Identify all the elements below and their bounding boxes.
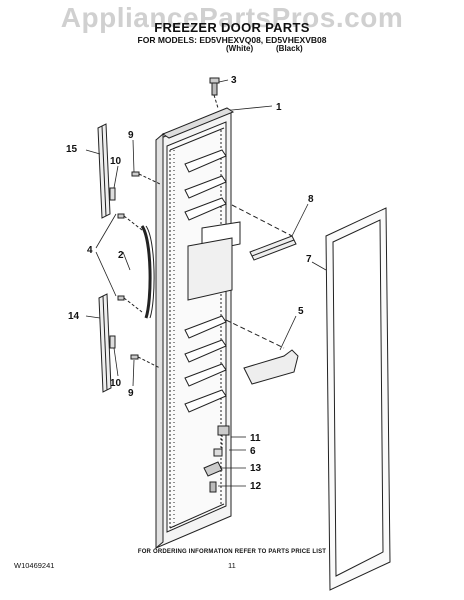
callout-10-lower: 10 [110, 378, 122, 389]
leader-lines [85, 79, 327, 487]
callout-9-upper: 9 [128, 130, 134, 141]
callout-11: 11 [250, 433, 261, 444]
upper-trim-strip [97, 123, 111, 219]
trim-screws [130, 171, 161, 369]
callout-3: 3 [231, 75, 237, 86]
callout-12: 12 [250, 481, 262, 492]
callout-10-upper: 10 [110, 156, 122, 167]
lower-trim-strip [98, 293, 112, 393]
ordering-info: FOR ORDERING INFORMATION REFER TO PARTS … [137, 549, 327, 555]
handle-screws [117, 213, 143, 313]
shelf-bracket [225, 319, 299, 385]
freezer-door-panel [155, 107, 241, 550]
variant-black: (Black) [276, 44, 303, 53]
callout-13: 13 [250, 463, 262, 474]
trim-clips [109, 187, 116, 349]
callout-5: 5 [298, 306, 304, 317]
page-number: 11 [228, 561, 236, 570]
callout-9-lower: 9 [128, 388, 134, 399]
door-handle [140, 225, 155, 319]
watermark: AppliancePartsPros.com [60, 2, 404, 33]
variant-white: (White) [226, 44, 254, 53]
callout-2: 2 [118, 250, 124, 261]
door-gasket [325, 207, 391, 591]
top-screw-part [209, 77, 220, 109]
models-line: FOR MODELS: ED5VHEXVQ08, ED5VHEXVB08 [137, 35, 327, 45]
callout-6: 6 [250, 446, 256, 457]
callout-8: 8 [308, 194, 314, 205]
cantilever-bar [231, 204, 297, 261]
hinge-parts [203, 425, 230, 493]
page-title: FREEZER DOOR PARTS [154, 20, 310, 35]
callout-7: 7 [306, 254, 312, 265]
document-id: W10469241 [14, 561, 55, 570]
callout-1: 1 [276, 102, 282, 113]
callout-15: 15 [66, 144, 78, 155]
callout-14: 14 [68, 311, 80, 322]
callout-4: 4 [87, 245, 93, 256]
